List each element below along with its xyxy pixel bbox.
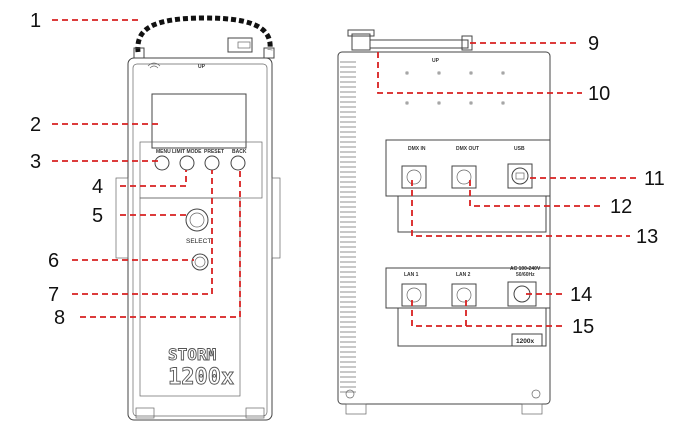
front-view: UP MENU LIMIT MODE PRESET BACK SELECT ST… [115, 15, 281, 421]
select-knob[interactable] [185, 208, 209, 232]
brand-storm: STORM [168, 345, 216, 364]
preset-button[interactable] [204, 155, 220, 171]
lan1-port[interactable] [401, 283, 427, 307]
callout-9: 9 [588, 33, 599, 55]
side-vent-fins [340, 61, 356, 393]
callout-12: 12 [610, 196, 632, 218]
back-button[interactable] [230, 155, 246, 171]
ac-label-line2: 50/60Hz [516, 272, 535, 278]
lan2-port[interactable] [451, 283, 477, 307]
brand-1200x: 1200x [168, 365, 234, 390]
menu-button[interactable] [154, 155, 170, 171]
callout-3: 3 [30, 151, 41, 173]
callout-15: 15 [572, 316, 594, 338]
dmx-out-port[interactable] [451, 165, 477, 189]
model-badge-text: 1200x [516, 338, 534, 345]
button-label-menu: MENU [156, 149, 171, 155]
usb-port[interactable] [507, 163, 533, 189]
wifi-icon [147, 62, 161, 69]
model-badge [511, 333, 543, 347]
callout-14: 14 [570, 284, 592, 306]
callout-6: 6 [48, 250, 59, 272]
callout-leaders [52, 19, 640, 327]
front-up-mark: UP [198, 64, 206, 70]
rear-view: UP DMX IN DMX OUT USB LAN 1 LAN 2 AC 100… [337, 29, 551, 415]
display-screen [151, 93, 247, 149]
rear-up-mark: UP [432, 58, 440, 64]
callout-numbers: 1 2 3 4 5 6 7 8 9 10 11 12 13 14 15 [30, 10, 665, 338]
callout-11: 11 [644, 168, 665, 190]
ac-label-line1: AC 100-240V [510, 266, 541, 272]
dmx-in-port[interactable] [401, 165, 427, 189]
callout-13: 13 [636, 226, 658, 248]
callout-5: 5 [92, 205, 103, 227]
lower-vent [397, 307, 547, 347]
dmx-in-label: DMX IN [408, 146, 426, 152]
rear-housing [337, 51, 551, 405]
button-label-back: BACK [232, 149, 247, 155]
callout-1: 1 [30, 10, 41, 32]
callout-10: 10 [588, 83, 610, 105]
lan2-label: LAN 2 [456, 272, 471, 278]
button-label-preset: PRESET [204, 149, 224, 155]
lan1-label: LAN 1 [404, 272, 419, 278]
callout-4: 4 [92, 176, 103, 198]
select-label: SELECT [186, 238, 211, 245]
dmx-out-label: DMX OUT [456, 146, 479, 152]
usb-label: USB [514, 146, 525, 152]
limit-mode-button[interactable] [179, 155, 195, 171]
carry-handle [135, 15, 273, 53]
top-connector [227, 37, 253, 53]
upper-vent [397, 195, 547, 233]
callout-2: 2 [30, 114, 41, 136]
power-button[interactable] [191, 253, 209, 271]
button-label-limit-mode: LIMIT MODE [172, 149, 202, 155]
callout-7: 7 [48, 284, 59, 306]
callout-8: 8 [54, 307, 65, 329]
